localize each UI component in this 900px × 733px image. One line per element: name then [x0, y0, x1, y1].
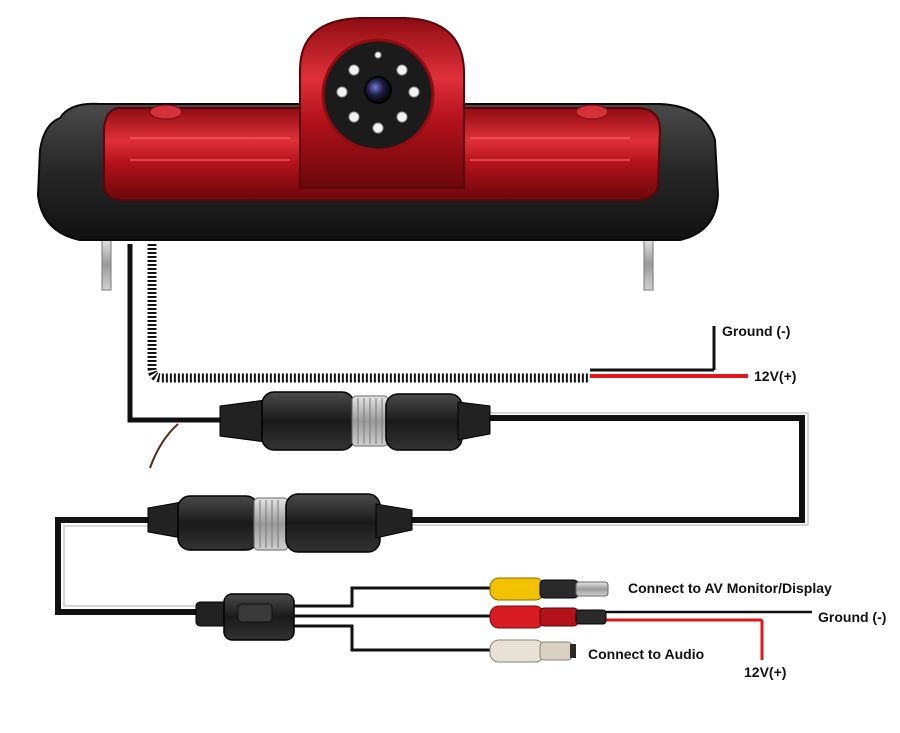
- label-ground-bottom: Ground (-): [818, 609, 886, 625]
- extension-cable-outline: [408, 412, 809, 526]
- thin-red-wire: [149, 423, 179, 469]
- screw-cap-left: [149, 104, 183, 120]
- mounting-bolt-right: [643, 237, 654, 291]
- plug-body-right-2: [285, 493, 381, 553]
- rca-plug-yellow: [489, 577, 609, 601]
- rca-plug-white: [489, 639, 576, 663]
- ir-led-icon: [336, 51, 420, 134]
- aviation-connector-icon: [219, 391, 491, 451]
- screw-cap-right: [575, 104, 609, 120]
- aviation-connector-2-icon: [147, 493, 413, 553]
- label-12v-bottom: 12V(+): [744, 664, 786, 680]
- extension-cable: [408, 415, 805, 523]
- plug-body-left: [261, 391, 355, 451]
- coiled-power-cable: [147, 244, 590, 383]
- mounting-bolt-left: [101, 237, 112, 291]
- knurled-nut-2: [253, 497, 289, 551]
- plug-body-right: [385, 393, 463, 451]
- label-av-monitor: Connect to AV Monitor/Display: [628, 580, 832, 596]
- strain-relief-left: [219, 399, 267, 443]
- plug-body-left-2: [177, 495, 259, 551]
- label-12v-top: 12V(+): [754, 368, 796, 384]
- lower-cable-outline: [63, 525, 206, 607]
- lower-cable: [55, 517, 206, 615]
- strain-relief-right-2: [375, 503, 413, 539]
- mini-plug-icon: [195, 593, 295, 641]
- camera-video-cable: [127, 244, 230, 423]
- rca-plug-red: [489, 605, 607, 629]
- camera-lens-icon: [364, 76, 392, 104]
- label-ground-top: Ground (-): [722, 323, 790, 339]
- strain-relief-left-2: [147, 501, 183, 539]
- brake-light-camera-icon: [36, 17, 720, 291]
- label-audio: Connect to Audio: [588, 646, 704, 662]
- strain-relief-right: [457, 401, 491, 441]
- rca-harness: [292, 586, 494, 652]
- light-ribs: [130, 137, 630, 161]
